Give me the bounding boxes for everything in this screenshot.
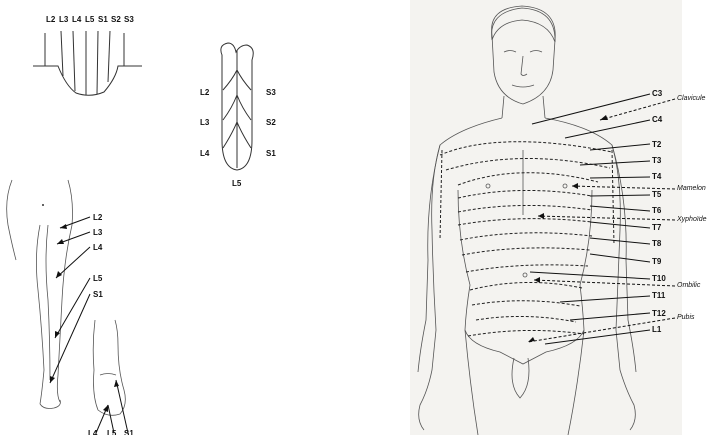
level-label-t10: T10 — [652, 274, 666, 283]
leg-top-label-s3: S3 — [124, 15, 134, 24]
leg-top-label-l4: L4 — [72, 15, 82, 24]
thigh-outline-back — [7, 180, 16, 260]
landmark-ombilic: Ombilic — [677, 282, 701, 289]
level-label-c4: C4 — [652, 115, 663, 124]
landmark-pubis: Pubis — [677, 314, 695, 321]
dorsal-foot-label-l5: L5 — [107, 429, 117, 435]
foot-label-s3: S3 — [266, 88, 276, 97]
level-label-t2: T2 — [652, 140, 662, 149]
level-label-t3: T3 — [652, 156, 662, 165]
level-label-t6: T6 — [652, 206, 662, 215]
landmark-clavicule: Clavicule — [677, 95, 706, 102]
leg-top-label-s2: S2 — [111, 15, 121, 24]
level-label-t4: T4 — [652, 172, 662, 181]
leg-mark-dot — [42, 204, 44, 206]
leg-label-s1: S1 — [93, 290, 103, 299]
panel-body: C3 C4 T2 T3 T4 T5 T6 T7 T8 T9 T10 T11 T1… — [410, 0, 707, 435]
foot-label-l5: L5 — [232, 179, 242, 188]
landmark-xyphoide: Xyphoïde — [676, 216, 707, 223]
level-label-c3: C3 — [652, 89, 663, 98]
leg-label-l3: L3 — [93, 228, 103, 237]
leg-outline-back — [36, 225, 44, 404]
foot-label-l3: L3 — [200, 118, 210, 127]
leg-inner-shading — [46, 225, 50, 380]
leg-label-l2: L2 — [93, 213, 103, 222]
foot-label-l4: L4 — [200, 149, 210, 158]
leg-label-l5: L5 — [93, 274, 103, 283]
dorsal-foot-label-l4: L4 — [88, 429, 98, 435]
foot-label-s2: S2 — [266, 118, 276, 127]
leg-label-l4: L4 — [93, 243, 103, 252]
level-label-t8: T8 — [652, 239, 662, 248]
level-label-t12: T12 — [652, 309, 666, 318]
level-label-t11: T11 — [652, 291, 666, 300]
level-label-t7: T7 — [652, 223, 662, 232]
leg-top-label-l5: L5 — [85, 15, 95, 24]
level-label-t9: T9 — [652, 257, 662, 266]
foot-label-s1: S1 — [266, 149, 276, 158]
leg-outline-front — [57, 180, 72, 402]
level-label-l1: L1 — [652, 325, 662, 334]
leg-top-label-l2: L2 — [46, 15, 56, 24]
dorsal-foot-ankle — [100, 374, 116, 376]
foot-label-l2: L2 — [200, 88, 210, 97]
landmark-mamelon: Mamelon — [677, 185, 706, 192]
level-label-t5: T5 — [652, 190, 662, 199]
foot-outline-side — [40, 400, 60, 409]
leg-top-dermatome-lines — [45, 31, 124, 95]
panel-leg-top: L2 L3 L4 L5 S1 S2 S3 — [33, 15, 142, 95]
panel-leg-side: L2 L3 L4 L5 S1 L4 L5 S1 — [7, 180, 135, 435]
leg-top-outline — [33, 66, 142, 95]
leg-top-label-s1: S1 — [98, 15, 108, 24]
panel-foot-sole: L2 L3 L4 S3 S2 S1 L5 — [200, 43, 276, 188]
dorsal-foot-label-s1: S1 — [124, 429, 134, 435]
body-paper-background — [410, 0, 682, 435]
leg-top-label-l3: L3 — [59, 15, 69, 24]
